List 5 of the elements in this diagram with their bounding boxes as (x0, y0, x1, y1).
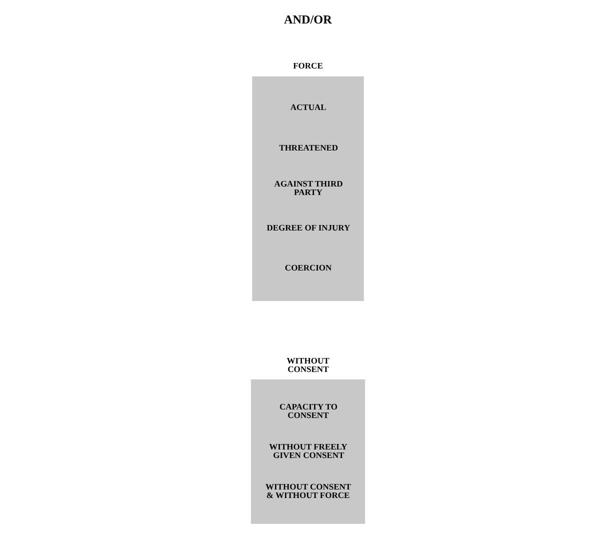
node-label: WITHOUT CONSENT (286, 356, 329, 374)
node-label: FORCE (292, 60, 322, 71)
diagram-title: AND/OR (284, 12, 332, 27)
node-box: CAPACITY TO CONSENT WITHOUT FREELY GIVEN CONSENT WITHOUT CONSENT & WITHOUT FORCE (250, 379, 365, 524)
node-box: ACTUAL THREATENED AGAINST THIRD PARTY DEGREE OF INJURY COERCION (252, 76, 364, 302)
